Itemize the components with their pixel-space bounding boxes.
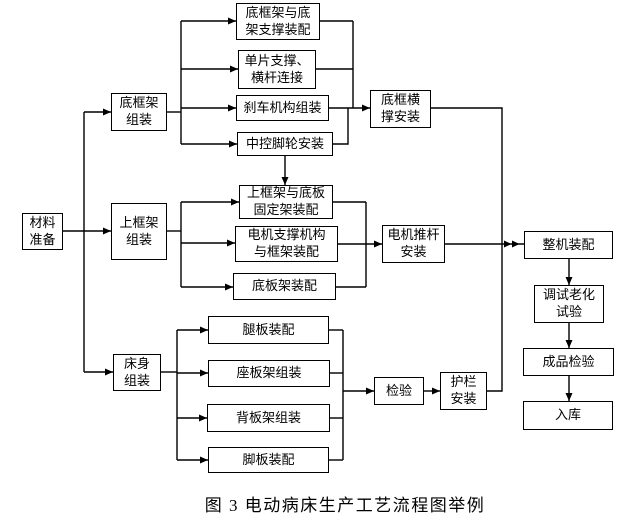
edge-pushrod-to-whole-machine [445, 240, 524, 248]
edges-upper-collector [333, 201, 382, 288]
node-seat-plate-frame-assembly: 座板架组装 [208, 360, 330, 387]
edges-base-frame-group [167, 17, 238, 148]
edges-bed-body-group [161, 326, 208, 464]
node-guardrail-installation-label: 护栏 安装 [450, 374, 477, 406]
node-whole-machine-assembly: 整机装配 [524, 231, 613, 259]
node-motor-support-frame-assembly-label: 电机支撑机构 与框架装配 [247, 227, 326, 259]
node-base-plate-frame-assembly-label: 底板架装配 [251, 278, 317, 294]
figure-caption: 图 3 电动病床生产工艺流程图举例 [204, 496, 486, 515]
node-material-preparation: 材料 准备 [22, 213, 63, 250]
node-seat-plate-frame-assembly-label: 座板架组装 [236, 365, 302, 381]
node-motor-pushrod-installation: 电机推杆 安装 [382, 225, 445, 263]
edge-guardrail-to-whole-machine [487, 244, 503, 392]
node-warehousing: 入库 [523, 401, 613, 430]
edges-upper-frame-group [167, 198, 239, 291]
node-brake-mechanism-assembly: 刹车机构组装 [236, 95, 329, 121]
edge-crossbar-to-whole-machine [431, 107, 503, 244]
node-debug-aging-test: 调试老化 试验 [534, 285, 604, 323]
node-base-frame-support-assembly: 底框架与底 架支撑装配 [236, 3, 320, 40]
node-base-plate-frame-assembly: 底板架装配 [233, 273, 336, 300]
node-finished-product-inspection-label: 成品检验 [542, 353, 595, 369]
node-debug-aging-test-label: 调试老化 试验 [542, 287, 595, 319]
node-back-plate-frame-assembly: 背板架组装 [207, 404, 330, 432]
node-central-caster-installation-label: 中控脚轮安装 [245, 135, 324, 151]
node-bed-body-assembly: 床身 组装 [113, 354, 161, 391]
node-motor-pushrod-installation-label: 电机推杆 安装 [387, 227, 440, 259]
node-upper-frame-assembly: 上框架 组装 [111, 203, 167, 260]
node-upper-frame-base-plate-fixing: 上框架与底板 固定架装配 [239, 185, 333, 219]
node-motor-support-frame-assembly: 电机支撑机构 与框架装配 [235, 226, 338, 262]
node-single-support-crossbar-connection: 单片支撑、 横杆连接 [238, 50, 316, 89]
node-inspection: 检验 [374, 377, 424, 405]
node-foot-plate-assembly: 脚板装配 [208, 447, 329, 473]
node-bed-body-assembly-label: 床身 组装 [123, 355, 150, 388]
node-base-frame-support-assembly-label: 底框架与底 架支撑装配 [245, 4, 311, 37]
node-base-frame-assembly-label: 底框架 组装 [119, 95, 159, 127]
node-base-frame-assembly: 底框架 组装 [111, 93, 167, 131]
node-leg-plate-assembly-label: 腿板装配 [242, 321, 295, 337]
node-material-preparation-label: 材料 准备 [29, 214, 56, 247]
node-leg-plate-assembly: 腿板装配 [208, 316, 329, 344]
edges-base-collector [316, 20, 370, 145]
node-back-plate-frame-assembly-label: 背板架组装 [235, 409, 301, 425]
node-guardrail-installation: 护栏 安装 [440, 372, 487, 410]
node-brake-mechanism-assembly-label: 刹车机构组装 [243, 99, 322, 115]
node-finished-product-inspection: 成品检验 [523, 348, 614, 376]
node-base-frame-crossbar-installation: 底框横 撑安装 [370, 90, 431, 128]
node-warehousing-label: 入库 [554, 407, 581, 423]
edges-bed-collector [329, 329, 374, 461]
node-base-frame-crossbar-installation-label: 底框横 撑安装 [380, 92, 420, 124]
node-single-support-crossbar-connection-label: 单片支撑、 横杆连接 [244, 52, 310, 85]
node-foot-plate-assembly-label: 脚板装配 [242, 451, 295, 467]
node-central-caster-installation: 中控脚轮安装 [237, 132, 333, 156]
node-upper-frame-base-plate-fixing-label: 上框架与底板 固定架装配 [246, 185, 325, 217]
node-inspection-label: 检验 [385, 382, 412, 398]
node-upper-frame-assembly-label: 上框架 组装 [119, 214, 159, 247]
edges-from-material [63, 108, 113, 376]
node-whole-machine-assembly-label: 整机装配 [542, 236, 595, 252]
